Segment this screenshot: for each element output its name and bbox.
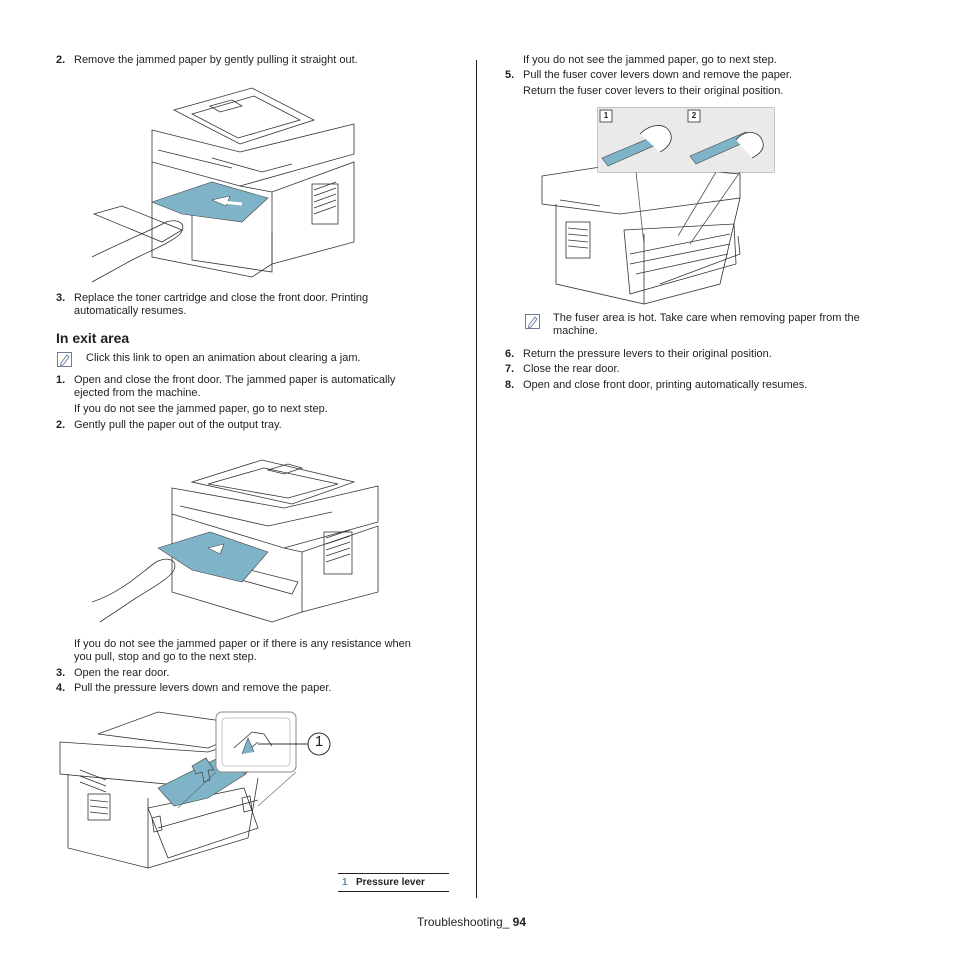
page-footer: Troubleshooting_ 94 [417,915,526,929]
step-number: 1. [56,374,66,386]
caption-bottom-rule [338,891,449,892]
right-sub-top: If you do not see the jammed paper, go t… [523,54,777,66]
resistance-note-line1: If you do not see the jammed paper or if… [74,638,411,650]
inset-label-1: 1 [603,111,609,120]
note-icon [525,314,540,329]
caption-top-rule [338,873,449,874]
callout-number: 1 [314,733,324,750]
step-text-cont: automatically resumes. [74,305,187,317]
footer-page-number: 94 [512,915,526,929]
column-divider [476,60,477,898]
animation-link[interactable]: Click this link to open an animation abo… [86,352,361,364]
note-icon [57,352,72,367]
section-title-exit-area: In exit area [56,330,130,346]
step-text: Pull the pressure levers down and remove… [74,682,332,694]
step-text: Return the pressure levers to their orig… [523,348,772,360]
caption-label: Pressure lever [356,877,425,888]
step-text: Gently pull the paper out of the output … [74,419,282,431]
step-text: Pull the fuser cover levers down and rem… [523,69,793,81]
step-number: 2. [56,419,66,431]
step-text: Open and close the front door. The jamme… [74,374,396,386]
illustration-pressure-levers [59,711,331,869]
step-number: 6. [505,348,515,360]
inset-label-2: 2 [691,111,697,120]
step-number: 5. [505,69,515,81]
step-text-cont: ejected from the machine. [74,387,201,399]
step-text: Remove the jammed paper by gently pullin… [74,54,358,66]
step-text: Open and close front door, printing auto… [523,379,808,391]
step-number: 2. [56,54,66,66]
step-text: Open the rear door. [74,667,170,679]
step-number: 8. [505,379,515,391]
resistance-note-line2: you pull, stop and go to the next step. [74,651,257,663]
exit-step-1-sub: If you do not see the jammed paper, go t… [74,403,328,415]
step-number: 3. [56,667,66,679]
step-5-sub: Return the fuser cover levers to their o… [523,85,784,97]
hot-note-line1: The fuser area is hot. Take care when re… [553,312,860,324]
caption-number: 1 [342,877,348,888]
step-number: 4. [56,682,66,694]
illustration-output-tray-jam [92,459,379,623]
illustration-fuser-levers [541,107,775,305]
hot-note-line2: machine. [553,325,598,337]
step-text: Close the rear door. [523,363,620,375]
footer-section: Troubleshooting_ [417,915,510,929]
illustration-front-jam [92,87,355,283]
step-text: Replace the toner cartridge and close th… [74,292,369,304]
step-number: 7. [505,363,515,375]
step-number: 3. [56,292,66,304]
